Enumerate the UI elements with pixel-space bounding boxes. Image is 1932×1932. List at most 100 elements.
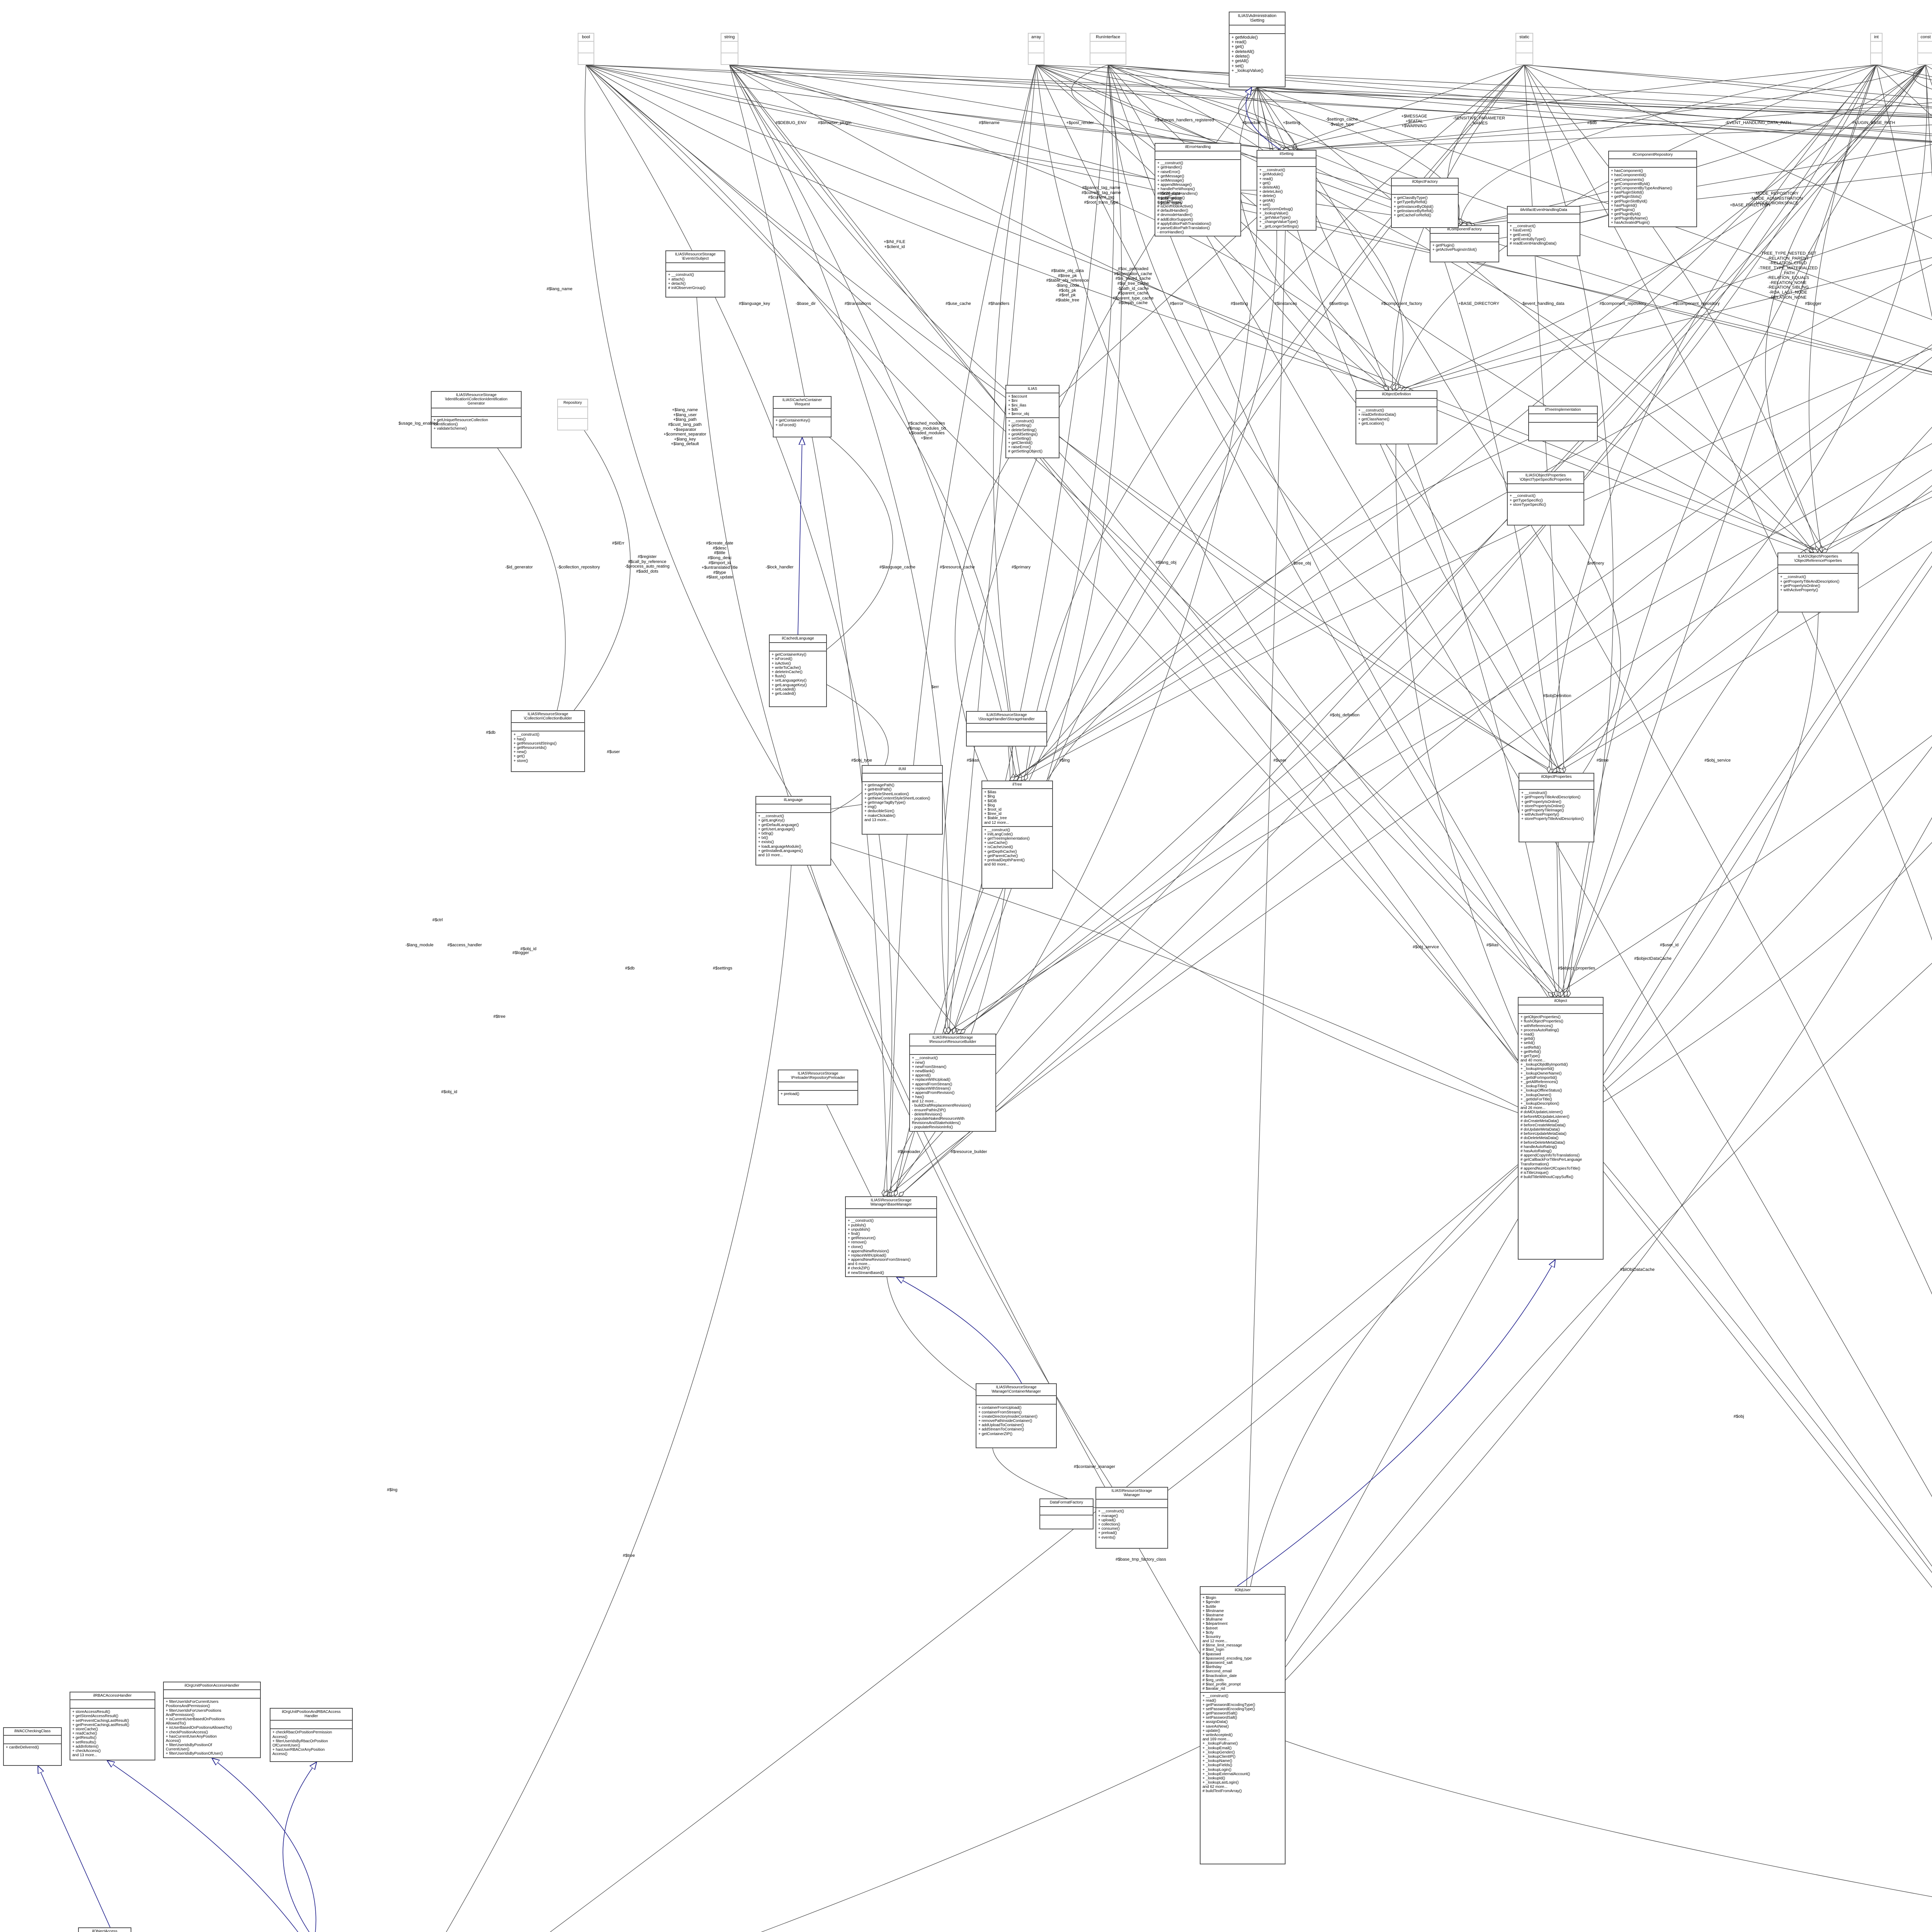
edge-label: #$component_repository <box>1599 301 1646 306</box>
uml-class-ilLanguage[interactable]: ilLanguage+ __construct() + getLangKey()… <box>755 796 831 866</box>
uml-class-RunInterface[interactable]: RunInterface <box>1090 33 1126 65</box>
edge-label: -$base_dir <box>796 301 816 306</box>
uml-class-const[interactable]: const <box>1917 33 1932 65</box>
class-attributes <box>774 409 831 418</box>
class-attributes <box>1609 159 1696 168</box>
class-attributes: + $login + $gender + $utitle + $firstnam… <box>1201 1595 1285 1693</box>
class-title: ilWACCheckingClass <box>4 1728 61 1736</box>
edge-label: #$resource_cache <box>940 565 975 570</box>
uml-class-ilArtifactEventHandlingData[interactable]: ilArtifactEventHandlingData+ __construct… <box>1507 206 1580 256</box>
uml-class-ILIAS_Administration_Setting[interactable]: ILIAS\Administration \Setting+ getModule… <box>1229 12 1286 87</box>
uml-class-bool[interactable]: bool <box>578 33 594 65</box>
uml-class-Repository[interactable]: Repository <box>557 399 588 431</box>
uml-class-ilObjUser[interactable]: ilObjUser+ $login + $gender + $utitle + … <box>1200 1586 1286 1864</box>
uml-class-ilComponentFactory[interactable]: ilComponentFactory+ getPlugin() + getAct… <box>1430 225 1499 262</box>
edge-label: #$settings <box>713 966 733 971</box>
uml-class-ilObjectAccess[interactable]: ilObjectAccess+ _checkAccess() + canBeDe… <box>78 1927 131 1932</box>
class-operations <box>967 732 1046 746</box>
class-attributes <box>1508 214 1580 223</box>
class-operations: + getImagePath() + getHtmlPath() + getSt… <box>864 783 930 822</box>
edge-label: #$component_factory <box>1381 301 1422 306</box>
edge-label: #$obj_service <box>1704 758 1731 763</box>
uml-class-static[interactable]: static <box>1515 33 1533 65</box>
edge-label: $refinery <box>1587 561 1604 566</box>
uml-class-string[interactable]: string <box>721 33 738 65</box>
edge-label: #$db <box>486 730 496 735</box>
uml-class-ilSetting[interactable]: ilSetting+ __construct() + getModule() +… <box>1257 150 1316 231</box>
class-title: ilSetting <box>1257 151 1316 159</box>
uml-class-array[interactable]: array <box>1028 33 1044 65</box>
edge-label: #$filename <box>979 121 1000 125</box>
uml-class-ILIAS_class[interactable]: ILIAS+ $account + $ini + $ini_ilias + $d… <box>1005 385 1060 458</box>
class-operations: + getClassByType() + getTypeByRefId() + … <box>1394 196 1434 218</box>
uml-class-ILIAS_ResourceStorage_Manager[interactable]: ILIAS\ResourceStorage \Manager+ __constr… <box>1095 1487 1168 1549</box>
edge-label: -EVENT_HANDLING_DATA_PATH <box>1725 121 1791 125</box>
edge-label: #$lng <box>387 1488 398 1492</box>
uml-class-ilOrgUnitPositionAndRBACAccessHandler[interactable]: ilOrgUnitPositionAndRBACAccess Handler+ … <box>270 1708 353 1762</box>
class-title: ilCachedLanguage <box>770 635 826 643</box>
edge-label: -MODE_REPOSITORY -MODE_ADMINISTRATION -M… <box>1750 191 1803 206</box>
uml-class-ilWACCheckingClass[interactable]: ilWACCheckingClass+ canBeDelivered() <box>3 1727 62 1766</box>
edge-label: #$lang_obj <box>1155 560 1177 565</box>
edge-label: -$lang_module <box>405 943 434 947</box>
class-title: ilObjectFactory <box>1392 179 1458 187</box>
uml-class-ilCachedLanguage[interactable]: ilCachedLanguage+ getContainerKey() + is… <box>769 634 827 707</box>
uml-class-ILIAS_Object_Properties[interactable]: ILIAS\Object\Properties \ObjectReference… <box>1777 553 1859 612</box>
uml-class-ilTree[interactable]: ilTree+ $ilias + $lng + $ilDB + $log + $… <box>981 781 1053 889</box>
uml-class-ilObjectDefinition[interactable]: ilObjectDefinition+ __construct() + read… <box>1355 390 1437 444</box>
class-title: ILIAS\ResourceStorage \Collection\Collec… <box>512 711 584 723</box>
class-attributes <box>1871 42 1882 54</box>
uml-class-ilObject[interactable]: ilObject+ getObjectProperties() + flushO… <box>1518 997 1604 1260</box>
class-operations: + __construct() + getPropertyTitleAndDes… <box>1780 575 1840 592</box>
edge-label: -TREE_TYPE_NESTED_SET -RELATION_PARENT -… <box>1758 251 1818 300</box>
class-title: ILIAS\Cache\Container \Request <box>774 397 831 409</box>
uml-class-DataFormatFactory[interactable]: DataFormatFactory <box>1039 1498 1094 1529</box>
uml-class-ILIAS_ResourceStorage_BaseManager[interactable]: ILIAS\ResourceStorage \Manager\BaseManag… <box>845 1196 937 1277</box>
class-title: ILIAS\ResourceStorage \Manager\Container… <box>976 1384 1056 1396</box>
class-attributes <box>862 774 942 782</box>
class-operations <box>1029 53 1044 64</box>
edge-label: #$use_cache <box>946 301 971 306</box>
edge-label: #$ilias <box>1486 943 1499 947</box>
uml-class-ILIAS_Cache_Container_Request[interactable]: ILIAS\Cache\Container \Request + getConta… <box>773 396 832 437</box>
uml-class-ILIAS_ResourceStorage_RepositoryPreloader[interactable]: ILIAS\ResourceStorage \Preloader\Reposit… <box>778 1070 858 1105</box>
uml-class-ILIAS_ResourceStorage_ResourceBuilder[interactable]: ILIAS\ResourceStorage \Resource\Resource… <box>909 1034 996 1132</box>
edge-label: $err <box>931 685 939 689</box>
uml-class-ilObjectFactory[interactable]: ilObjectFactory + getClassByType() + getT… <box>1391 178 1459 228</box>
class-operations: + getModule() + read() + get() + deleteA… <box>1231 35 1264 73</box>
class-attributes <box>164 1690 260 1699</box>
class-operations: + hasComponent() + hasComponentId() + ge… <box>1611 169 1672 225</box>
uml-class-ILIAS_ResourceStorage_ContainerManager[interactable]: ILIAS\ResourceStorage \Manager\Container… <box>976 1383 1057 1448</box>
uml-class-ilTreeImplementation[interactable]: ilTreeImplementation <box>1528 406 1598 441</box>
uml-class-ilObjectProperties2[interactable]: ILIAS\Object\Properties \ObjectTypeSpeci… <box>1507 471 1584 526</box>
edge-label: #$primary <box>1012 565 1031 570</box>
class-operations: + getContainerKey() + isForced() <box>776 418 810 427</box>
uml-class-ilComponentRepository[interactable]: ilComponentRepository+ hasComponent() + … <box>1608 151 1697 227</box>
uml-class-ILIAS_ResourceStorage_Events_Subject[interactable]: ILIAS\ResourceStorage \Events\Subject+ _… <box>665 250 725 298</box>
class-operations: + __construct() + initLangCode() + getTr… <box>984 828 1030 867</box>
class-attributes <box>1356 399 1437 408</box>
uml-class-ILIAS_ResourceStorage_CollectionIdentificationGenerator[interactable]: ILIAS\ResourceStorage \Identification\Co… <box>431 391 522 448</box>
edge-label: #$obj <box>1733 1414 1744 1419</box>
class-title: ilObject <box>1519 998 1603 1006</box>
class-title: static <box>1516 34 1532 42</box>
uml-class-ILIAS_ResourceStorage_CollectionBuilder[interactable]: ILIAS\ResourceStorage \Collection\Collec… <box>511 710 585 772</box>
edge-label: #$tree <box>1596 758 1609 763</box>
class-title: ILIAS\ResourceStorage \Resource\Resource… <box>910 1034 995 1047</box>
class-attributes <box>756 804 830 813</box>
edge-label: #$DEBUG_ENV <box>775 121 807 125</box>
edge-label: #$object_properties <box>1558 966 1595 971</box>
uml-class-ilUtil[interactable]: ilUtil+ getImagePath() + getHtmlPath() +… <box>862 765 943 835</box>
uml-class-ilObjectProperties[interactable]: ilObjectProperties+ __construct() + getP… <box>1519 773 1594 842</box>
uml-class-ilOrgUnitPositionAccessHandler[interactable]: ilOrgUnitPositionAccessHandler+ filterUs… <box>163 1682 261 1758</box>
uml-class-ilErrorHandling[interactable]: ilErrorHandling+ __construct() + getHand… <box>1155 143 1241 237</box>
class-operations <box>558 419 587 430</box>
uml-class-int[interactable]: int <box>1870 33 1883 65</box>
class-attributes <box>721 42 738 54</box>
uml-class-ilRBACAccessHandler[interactable]: ilRBACAccessHandler+ storeAccessResult()… <box>70 1692 155 1760</box>
uml-class-ILIAS_ResourceStorage_StorageHandler[interactable]: ILIAS\ResourceStorage \StorageHandler\St… <box>966 711 1047 747</box>
edge-label: #$obj_definition <box>1330 713 1360 718</box>
class-attributes <box>4 1736 61 1745</box>
class-title: ILIAS\ResourceStorage \StorageHandler\St… <box>967 712 1046 724</box>
